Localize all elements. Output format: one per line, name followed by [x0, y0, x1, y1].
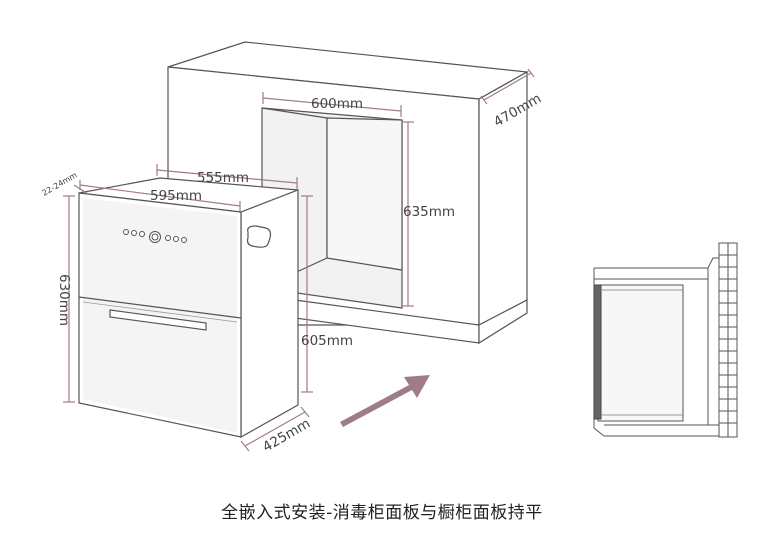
control-button-5 [173, 236, 179, 242]
dim-cabinet-width: 600mm [311, 96, 363, 112]
wall-bricks [718, 242, 738, 438]
control-panel [123, 229, 187, 243]
side-section-view [593, 242, 738, 438]
install-arrow-icon [340, 375, 430, 427]
control-button-2 [131, 230, 137, 236]
control-button-6 [181, 237, 187, 243]
control-button-3 [139, 231, 145, 237]
control-button-1 [123, 229, 129, 235]
installation-caption: 全嵌入式安装-消毒柜面板与橱柜面板持平 [221, 503, 543, 523]
dim-appliance-width: 595mm [150, 188, 202, 204]
dim-appliance-height: 630mm [56, 274, 72, 326]
dim-appliance-inner-width: 555mm [197, 170, 249, 186]
disinfection-cabinet [78, 177, 299, 439]
control-button-4 [165, 235, 171, 241]
dim-cabinet-height: 635mm [403, 204, 455, 220]
control-knob-inner [151, 233, 159, 241]
dim-appliance-body-height: 605mm [301, 333, 353, 349]
dim-top-gap: 22-24mm [41, 170, 79, 197]
dimension-lines [63, 68, 535, 452]
